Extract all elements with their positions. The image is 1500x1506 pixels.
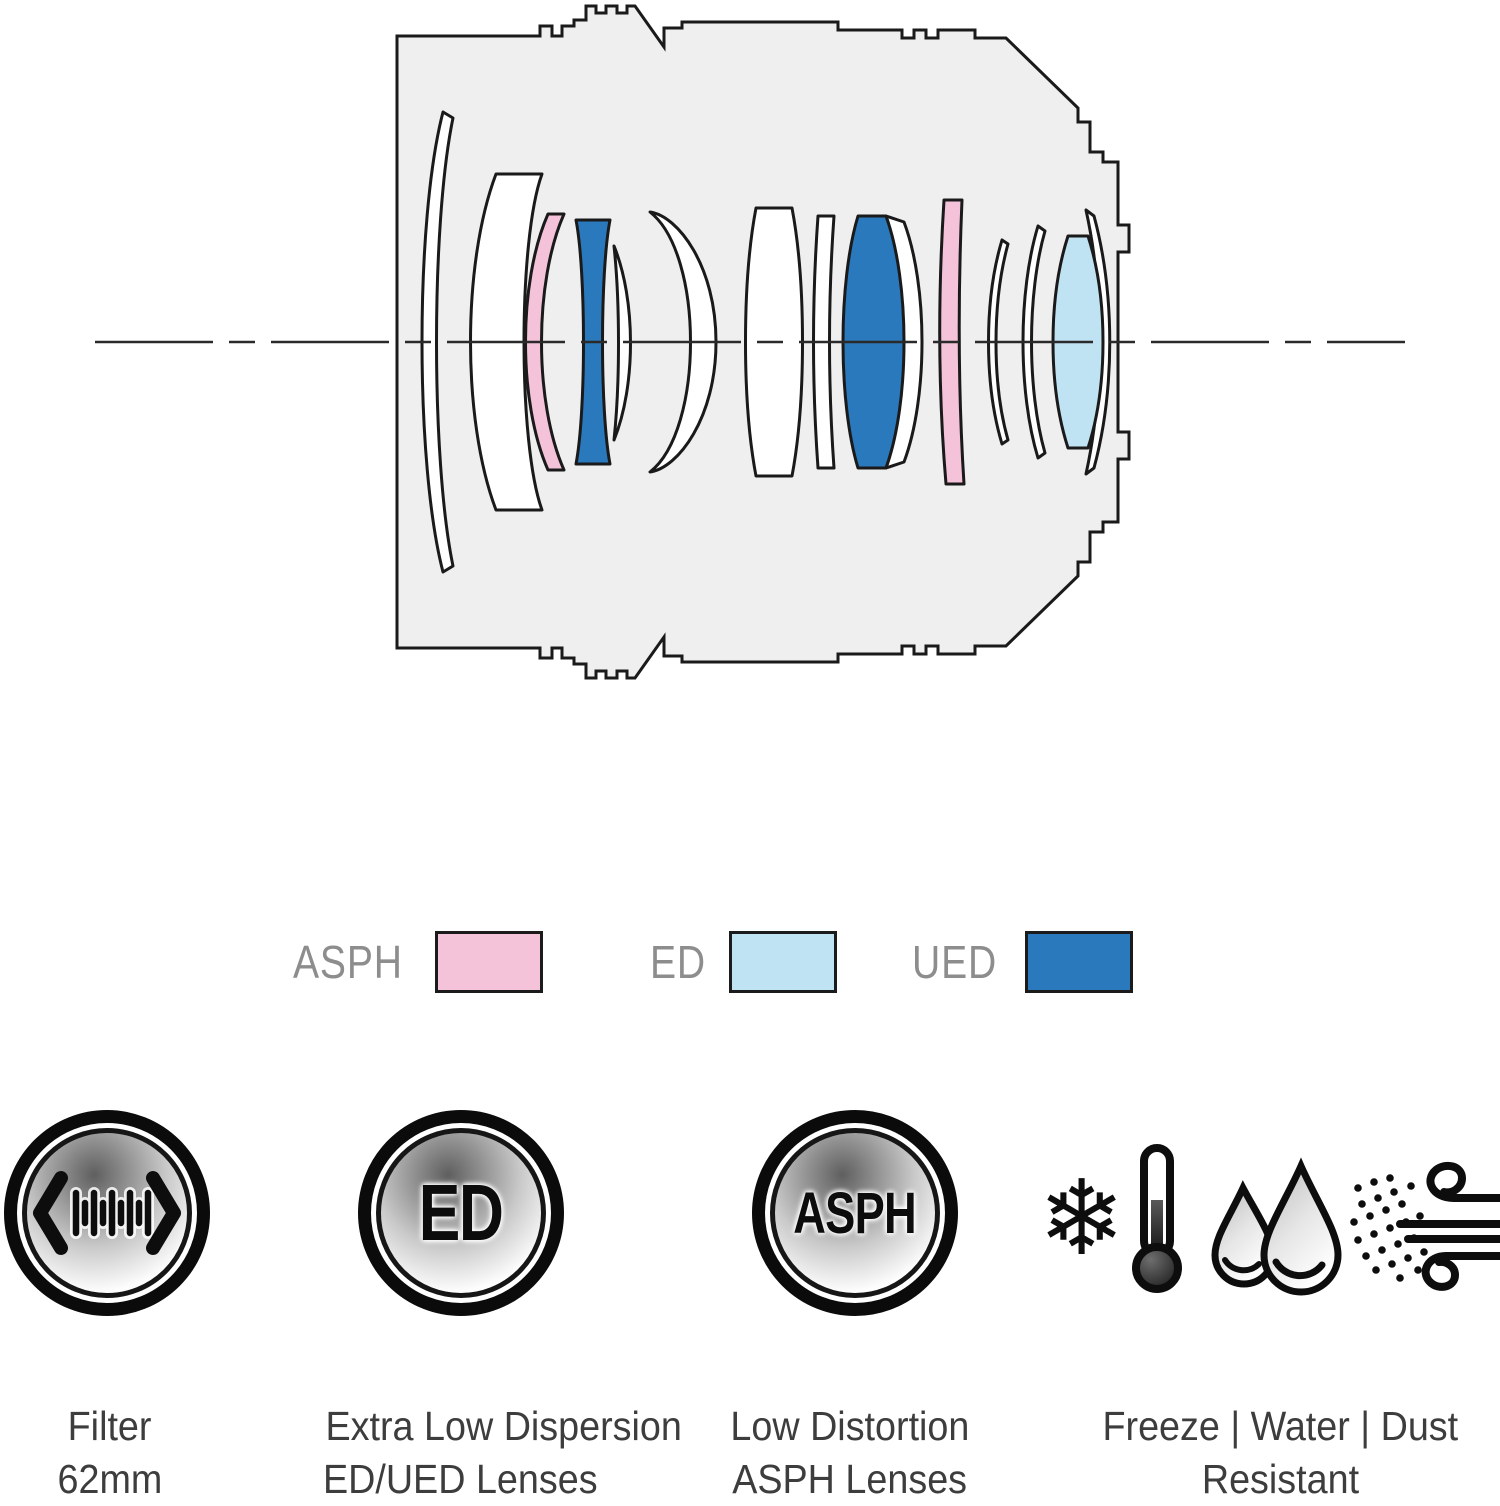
ed-badge-face: ED	[376, 1128, 546, 1298]
water-icon	[1211, 1157, 1342, 1296]
thermometer-bulb	[1132, 1243, 1182, 1293]
legend-label-asph: ASPH	[293, 936, 403, 988]
legend-item-ued: UED	[912, 929, 1134, 995]
legend-swatch-asph	[435, 931, 544, 993]
caption-filter: Filter 62mm	[0, 1400, 230, 1506]
lens-element-6	[648, 210, 718, 474]
caption-ed-lenses: Extra Low Dispersion ED/UED Lenses	[310, 1400, 682, 1506]
legend-swatch-ued	[1025, 931, 1134, 993]
ed-badge-text: ED	[419, 1168, 504, 1257]
caption-weather-line2: Resistant	[1201, 1456, 1359, 1502]
caption-ed-line1: Extra Low Dispersion	[325, 1403, 682, 1449]
legend-label-ued: UED	[912, 936, 998, 988]
lens-element-12	[987, 238, 1010, 446]
caption-filter-line2: 62mm	[57, 1456, 163, 1502]
snowflake-glyph: ❄	[1040, 1157, 1125, 1279]
caption-asph-line2: ASPH Lenses	[732, 1456, 968, 1502]
filter-diameter-icon	[33, 1171, 181, 1255]
caption-asph-lenses: Low Distortion ASPH Lenses	[700, 1400, 1000, 1506]
lens-element-5	[612, 244, 632, 442]
legend-swatch-ed	[728, 931, 837, 993]
caption-weather-resistant: Freeze | Water | Dust Resistant	[1055, 1400, 1500, 1506]
lens-element-13	[1021, 224, 1047, 460]
asph-badge-text: ASPH	[793, 1180, 917, 1246]
caption-weather-line1: Freeze | Water | Dust	[1102, 1403, 1458, 1449]
legend-label-ed: ED	[650, 936, 707, 988]
lens-element-1	[420, 110, 455, 574]
thermometer-mercury	[1151, 1200, 1163, 1252]
weather-resistance-icons: ❄	[1040, 1144, 1500, 1296]
filter-size-badge	[4, 1110, 210, 1316]
drop-inner-arc-small	[1222, 1257, 1262, 1274]
drop-inner-arc-large	[1272, 1258, 1326, 1280]
legend-item-asph: ASPH	[293, 929, 544, 995]
dust-icon	[1350, 1161, 1500, 1291]
caption-asph-line1: Low Distortion	[730, 1403, 970, 1449]
asph-badge: ASPH	[752, 1110, 958, 1316]
water-drop-large	[1260, 1157, 1342, 1296]
wind-swirls	[1396, 1161, 1500, 1291]
legend-item-ed: ED	[650, 929, 837, 995]
freeze-icon: ❄	[1040, 1144, 1182, 1293]
caption-ed-line2: ED/UED Lenses	[322, 1456, 598, 1502]
caption-filter-line1: Filter	[68, 1403, 152, 1449]
filter-size-badge-face	[22, 1128, 192, 1298]
asph-badge-face: ASPH	[770, 1128, 940, 1298]
lens-element-3-asph	[524, 212, 566, 472]
lens-cross-section-diagram	[95, 4, 1405, 680]
ed-badge: ED	[358, 1110, 564, 1316]
